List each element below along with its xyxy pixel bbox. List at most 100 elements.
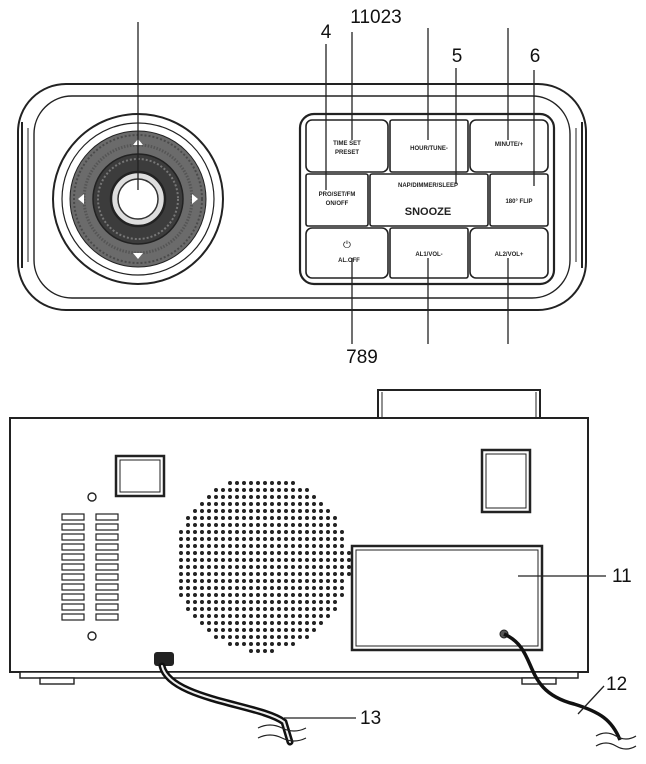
program-label: PRO/SET/FM [319, 192, 356, 198]
grille-hole [207, 537, 211, 541]
grille-hole [284, 621, 288, 625]
grille-hole [298, 572, 302, 576]
callout-6: 6 [530, 46, 541, 67]
grille-hole [277, 600, 281, 604]
grille-hole [221, 551, 225, 555]
power-icon: ⏻ [343, 240, 351, 251]
grille-hole [193, 509, 197, 513]
grille-hole [270, 530, 274, 534]
grille-hole [249, 579, 253, 583]
speaker-grille-icon [179, 481, 351, 653]
hour-tune-button[interactable]: HOUR/TUNE- [389, 119, 469, 173]
grille-hole [221, 572, 225, 576]
grille-hole [319, 523, 323, 527]
grille-hole [298, 621, 302, 625]
grille-hole [179, 544, 183, 548]
grille-hole [235, 586, 239, 590]
grille-hole [284, 530, 288, 534]
grille-hole [242, 579, 246, 583]
grille-hole [228, 537, 232, 541]
grille-hole [291, 509, 295, 513]
grille-hole [291, 635, 295, 639]
grille-hole [312, 558, 316, 562]
vent-slot [95, 603, 119, 611]
grille-hole [263, 544, 267, 548]
grille-hole [242, 530, 246, 534]
grille-hole [221, 516, 225, 520]
grille-hole [277, 579, 281, 583]
grille-hole [298, 509, 302, 513]
program-button[interactable]: PRO/SET/FM ON/OFF [305, 173, 369, 227]
on-off-label: ON/OFF [326, 201, 349, 207]
grille-hole [319, 551, 323, 555]
vent-slot [95, 513, 119, 521]
time-set-preset-button[interactable]: TIME SET PRESET [305, 119, 389, 173]
alarm-off-button[interactable]: ⏻ AL.OFF [305, 227, 389, 279]
grille-hole [242, 628, 246, 632]
flip-button[interactable]: 180° FLIP [489, 173, 549, 227]
flip-label: 180° FLIP [505, 199, 532, 205]
grille-hole [270, 593, 274, 597]
grille-hole [179, 593, 183, 597]
grille-hole [242, 509, 246, 513]
grille-hole [200, 523, 204, 527]
grille-hole [277, 488, 281, 492]
hour-tune-label: HOUR/TUNE- [410, 146, 448, 152]
grille-hole [312, 579, 316, 583]
back-right-button[interactable] [480, 448, 532, 514]
top-body-outer [17, 83, 587, 311]
grille-hole [200, 502, 204, 506]
grille-hole [256, 572, 260, 576]
grille-hole [284, 642, 288, 646]
grille-hole [333, 600, 337, 604]
grille-hole [235, 551, 239, 555]
grille-hole [291, 481, 295, 485]
al2-vol-up-button[interactable]: AL2/VOL+ [469, 227, 549, 279]
grille-hole [270, 502, 274, 506]
grille-hole [277, 642, 281, 646]
grille-hole [207, 614, 211, 618]
grille-hole [179, 551, 183, 555]
grille-hole [333, 579, 337, 583]
back-left-button[interactable] [114, 454, 166, 498]
projector-lens-icon[interactable] [52, 113, 224, 285]
grille-hole [221, 635, 225, 639]
vent-slot [61, 543, 85, 551]
grille-hole [179, 579, 183, 583]
grille-hole [207, 586, 211, 590]
grille-hole [228, 516, 232, 520]
grille-hole [235, 579, 239, 583]
grille-hole [263, 607, 267, 611]
grille-hole [235, 502, 239, 506]
grille-hole [291, 579, 295, 583]
grille-hole [242, 572, 246, 576]
grille-hole [326, 614, 330, 618]
grille-hole [235, 523, 239, 527]
grille-hole [193, 516, 197, 520]
minute-button[interactable]: MINUTE/+ [469, 119, 549, 173]
al1-vol-down-button[interactable]: AL1/VOL- [389, 227, 469, 279]
grille-hole [200, 621, 204, 625]
grille-hole [235, 488, 239, 492]
vent-slot [95, 593, 119, 601]
grille-hole [284, 495, 288, 499]
grille-hole [249, 516, 253, 520]
grille-hole [270, 495, 274, 499]
grille-hole [228, 572, 232, 576]
grille-hole [298, 635, 302, 639]
grille-hole [277, 523, 281, 527]
grille-hole [186, 579, 190, 583]
grille-hole [200, 551, 204, 555]
grille-hole [305, 593, 309, 597]
grille-hole [312, 537, 316, 541]
grille-hole [228, 481, 232, 485]
grille-hole [284, 551, 288, 555]
snooze-button[interactable]: NAP/DIMMER/SLEEP SNOOZE [369, 173, 489, 227]
grille-hole [228, 628, 232, 632]
grille-hole [270, 649, 274, 653]
grille-hole [263, 600, 267, 604]
grille-hole [263, 495, 267, 499]
grille-hole [326, 593, 330, 597]
grille-hole [235, 621, 239, 625]
grille-hole [235, 642, 239, 646]
